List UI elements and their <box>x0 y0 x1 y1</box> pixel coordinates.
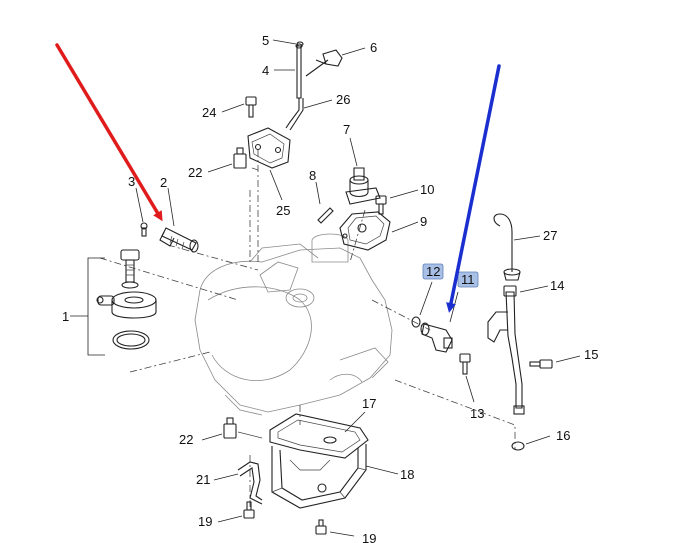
callout-11: 11 <box>461 272 475 287</box>
callout-1: 1 <box>62 309 69 324</box>
callout-19-lower: 19 <box>362 531 376 543</box>
part-25-cover <box>247 127 291 201</box>
part-6-hose-clip <box>305 47 366 77</box>
callout-7: 7 <box>343 122 350 137</box>
callout-5: 5 <box>262 33 269 48</box>
callout-12: 12 <box>426 264 440 279</box>
part-22-connector-lower <box>201 417 263 441</box>
callout-12-highlight <box>422 263 444 280</box>
part-19-bolt-lower <box>315 519 355 537</box>
callout-17: 17 <box>362 396 376 411</box>
part-15-bolt <box>529 355 581 369</box>
part-12-o-ring <box>411 281 433 328</box>
part-1-oil-cooler <box>70 249 157 356</box>
callout-8: 8 <box>309 168 316 183</box>
callout-15: 15 <box>584 347 598 362</box>
part-19-bolt <box>217 501 255 523</box>
part-18-oil-pan <box>271 444 399 509</box>
part-13-bolt <box>459 353 475 403</box>
callout-21: 21 <box>196 472 210 487</box>
callout-11-highlight <box>457 271 479 288</box>
callout-4: 4 <box>262 63 269 78</box>
callout-2: 2 <box>160 175 167 190</box>
part-26-breather-hose <box>285 98 333 131</box>
callout-26: 26 <box>336 92 350 107</box>
callout-19: 19 <box>198 514 212 529</box>
callout-24: 24 <box>202 105 216 120</box>
part-27-dipstick <box>493 213 541 281</box>
blue-pointer-arrow <box>446 64 501 313</box>
callout-25: 25 <box>276 203 290 218</box>
part-22-connector-upper <box>207 147 259 173</box>
part-3-bolt <box>135 187 148 237</box>
part-17-oil-pan-gasket <box>269 411 369 459</box>
part-11-sensor <box>420 291 459 353</box>
callout-10: 10 <box>420 182 434 197</box>
part-5-cap <box>272 39 304 47</box>
part-21-strainer-pipe <box>213 461 263 505</box>
callout-3: 3 <box>128 174 135 189</box>
callout-18: 18 <box>400 467 414 482</box>
callout-22-upper: 22 <box>188 165 202 180</box>
alignment-lines <box>99 150 516 510</box>
part-9-switch-housing <box>339 211 419 251</box>
callout-14: 14 <box>550 278 564 293</box>
part-14-dipstick-tube <box>487 285 549 415</box>
part-8-pin <box>315 181 334 224</box>
part-24-bolt <box>221 96 257 118</box>
callout-22-lower: 22 <box>179 432 193 447</box>
callout-16: 16 <box>556 428 570 443</box>
callout-6: 6 <box>370 40 377 55</box>
part-4-breather-pipe <box>274 43 303 99</box>
part-10-bolt <box>375 189 419 215</box>
callout-13: 13 <box>470 406 484 421</box>
part-2-speed-sensor <box>159 187 199 253</box>
red-pointer-arrow <box>55 43 163 222</box>
transaxle-housing-outline <box>194 233 393 416</box>
callout-9: 9 <box>420 214 427 229</box>
part-7-solenoid <box>345 137 381 205</box>
part-16-o-ring <box>511 435 551 451</box>
callout-27: 27 <box>543 228 557 243</box>
